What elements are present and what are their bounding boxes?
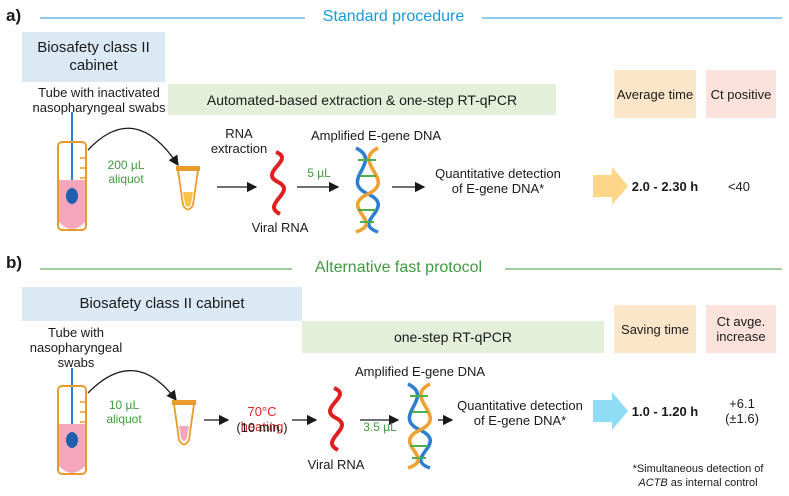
heating-label: 70°C heating: [240, 404, 284, 434]
result-arrow-a: [593, 167, 628, 205]
col2-header-a: Ct positive: [710, 86, 772, 102]
result-arrow-b: [593, 392, 628, 430]
col1-header-a: Average time: [616, 86, 694, 102]
panel-letter-a: a): [6, 6, 22, 25]
amplified-label-b: Amplified E-gene DNA: [354, 364, 486, 379]
tube-label-a: Tube with inactivated nasopharyngeal swa…: [32, 85, 166, 115]
panel-letter-b: b): [6, 253, 23, 272]
heating-time: (10 min.): [236, 420, 288, 435]
footnote-gene: ACTB: [638, 477, 668, 489]
tube-label-b: Tube with nasopharyngeal swabs: [29, 325, 123, 370]
biosafety-cabinet-label-b: Biosafety class II cabinet: [79, 295, 245, 312]
col1-value-a: 2.0 - 2.30 h: [631, 179, 699, 194]
aliquot-arrow-b: [87, 369, 177, 402]
viral-rna-label-b: Viral RNA: [307, 457, 365, 472]
col2-header-b: Ct avge. increase: [716, 314, 766, 344]
method-label-a: Automated-based extraction & one-step RT…: [206, 91, 518, 108]
detection-label-a: Quantitative detection of E-gene DNA*: [435, 166, 561, 196]
footnote: *Simultaneous detection of ACTB as inter…: [610, 462, 786, 490]
footnote-line2: as internal control: [670, 477, 758, 489]
footnote-line1: *Simultaneous detection of: [632, 463, 764, 475]
dna-helix-icon-b: [407, 382, 432, 470]
swab-tube-icon: [57, 112, 87, 231]
eppendorf-icon-b: [172, 400, 196, 446]
method-box-a: Automated-based extraction & one-step RT…: [168, 84, 556, 115]
aliquot-label-b: 10 µL aliquot: [106, 398, 142, 426]
volume-label-b: 3.5 µL: [363, 420, 397, 434]
aliquot-label-a: 200 µL aliquot: [107, 158, 145, 186]
col2-value-a: <40: [727, 179, 751, 194]
viral-rna-icon-a: [270, 150, 286, 216]
biosafety-cabinet-label-a: Biosafety class II cabinet: [37, 39, 150, 74]
footnote-line2-wrap: ACTB as internal control: [610, 476, 786, 490]
amplified-label-a: Amplified E-gene DNA: [310, 128, 442, 143]
viral-rna-label-a: Viral RNA: [251, 220, 309, 235]
section-title-b-wrap: Alternative fast protocol: [292, 259, 505, 277]
method-label-b: one-step RT-qPCR: [393, 329, 512, 345]
section-title-b: Alternative fast protocol: [304, 259, 493, 277]
eppendorf-icon-a: [176, 166, 200, 211]
viral-rna-icon-b: [328, 386, 344, 452]
col1-header-box-a: Average time: [614, 70, 696, 118]
swab-tube-icon-b: [57, 368, 87, 475]
rna-extraction-label: RNA extraction: [210, 126, 268, 156]
col2-header-box-a: Ct positive: [706, 70, 776, 118]
biosafety-cabinet-box-b: Biosafety class II cabinet: [22, 287, 302, 321]
biosafety-cabinet-box-a: Biosafety class II cabinet: [22, 32, 165, 82]
col1-value-b: 1.0 - 1.20 h: [631, 404, 699, 419]
col2-header-box-b: Ct avge. increase: [706, 305, 776, 353]
section-title-a: Standard procedure: [312, 8, 475, 26]
aliquot-arrow-a: [87, 127, 179, 167]
col1-header-b: Saving time: [621, 321, 689, 337]
detection-label-b: Quantitative detection of E-gene DNA*: [457, 398, 583, 428]
col1-header-box-b: Saving time: [614, 305, 696, 353]
col2-value-b: +6.1 (±1.6): [725, 396, 759, 426]
method-box-b: one-step RT-qPCR: [302, 321, 604, 353]
section-title-a-wrap: Standard procedure: [305, 8, 482, 26]
volume-label-a: 5 µL: [307, 166, 331, 180]
dna-helix-icon-a: [355, 146, 380, 234]
